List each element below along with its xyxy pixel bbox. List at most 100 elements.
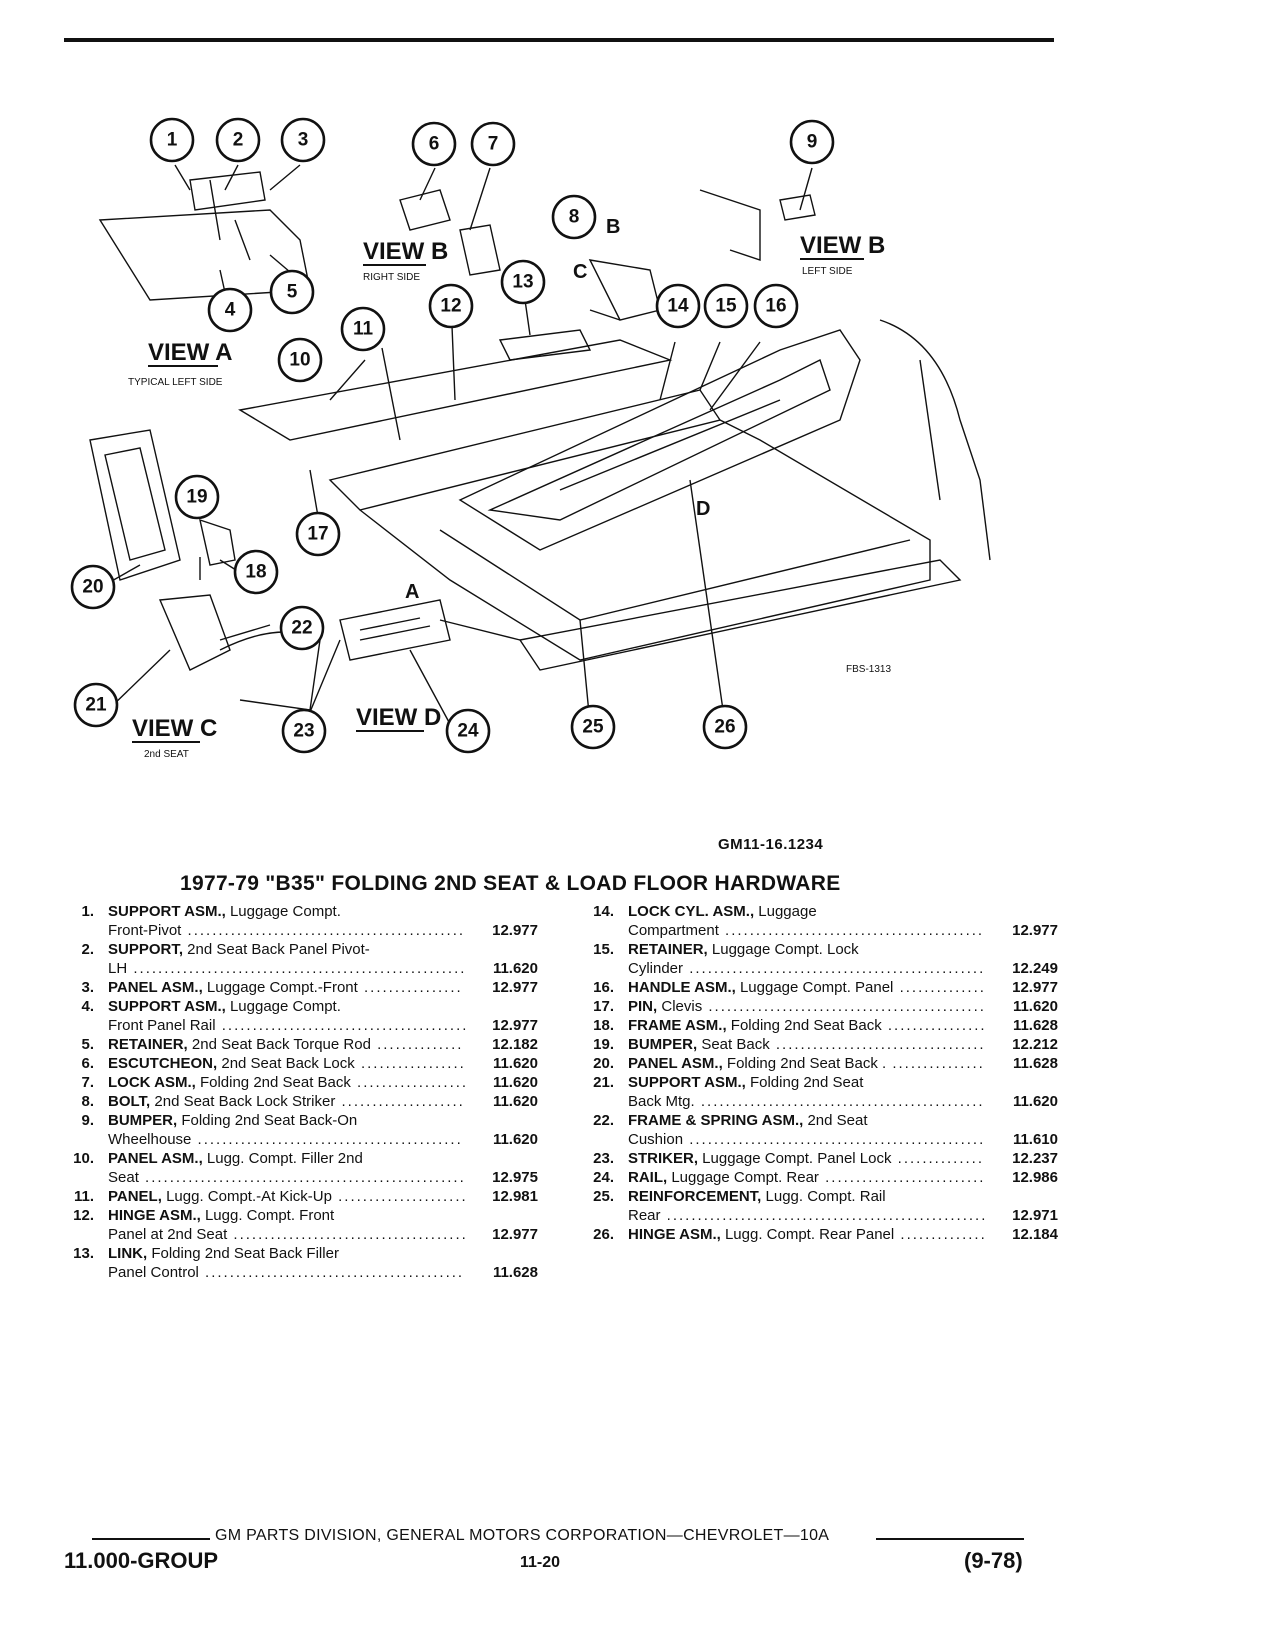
part-detail: Luggage Compt. [225,998,341,1015]
part-name: REINFORCEMENT, [628,1188,762,1205]
part-code: 11.620 [1012,998,1058,1015]
part-line: Cushion ................................… [578,1130,1058,1149]
part-detail: Folding 2nd Seat Back . [722,1055,887,1072]
part-name: PIN, [628,998,658,1015]
leader-dots: .............. [893,979,986,996]
leader-dots: ........................................… [127,960,467,977]
part-number: 12. [73,1207,94,1224]
view-letter-d-marker: D [696,498,710,520]
part-description: Panel at 2nd Seat ......................… [108,1225,468,1244]
footer-division: GM PARTS DIVISION, GENERAL MOTORS CORPOR… [215,1527,830,1544]
part-number: 18. [593,1017,614,1034]
part-name: FRAME ASM., [628,1017,727,1034]
part-detail: Back Mtg. [628,1093,695,1110]
part-name: PANEL ASM., [108,979,203,996]
part-code: 12.977 [1012,979,1058,996]
callout-24: 24 [445,708,491,754]
part-description: HANDLE ASM., Luggage Compt. Panel ......… [628,978,986,997]
svg-text:6: 6 [429,134,440,155]
part-code: 12.977 [492,1226,538,1243]
leader-dots: .............. [891,1150,984,1167]
part-description: RETAINER, 2nd Seat Back Torque Rod .....… [108,1035,463,1054]
leader-dots: ........................................… [198,1264,465,1281]
leader-dots: .............. [894,1226,987,1243]
svg-text:25: 25 [582,717,604,738]
part-detail: Lugg. Compt. Front [200,1207,335,1224]
part-number: 22. [593,1112,614,1129]
figure-id: GM11-16.1234 [718,836,824,853]
part-description: ESCUTCHEON, 2nd Seat Back Lock .........… [108,1054,466,1073]
part-name: RAIL, [628,1169,668,1186]
part-line: 11.PANEL, Lugg. Compt.-At Kick-Up ......… [58,1187,538,1206]
view-a-title: VIEW A [148,339,232,366]
page-title: 1977-79 "B35" FOLDING 2ND SEAT & LOAD FL… [180,872,841,895]
part-number: 16. [593,979,614,996]
part-line: Panel Control ..........................… [58,1263,538,1282]
callout-9: 9 [789,119,835,165]
part-detail: Lugg. Compt. Rail [761,1188,886,1205]
part-line: Compartment ............................… [578,921,1058,940]
part-name: SUPPORT ASM., [108,903,226,920]
part-line: 16. HANDLE ASM., Luggage Compt. Panel ...… [578,978,1058,997]
part-detail: Wheelhouse [108,1131,192,1148]
parts-list-left: 1.SUPPORT ASM., Luggage Compt.Front-Pivo… [58,902,538,1282]
part-code: 12.981 [492,1188,538,1205]
part-line: Seat ...................................… [58,1168,538,1187]
part-detail: Cylinder [628,960,684,977]
part-name: FRAME & SPRING ASM., [628,1112,804,1129]
leader-dots: ............... [886,1055,985,1072]
part-code: 12.977 [492,1017,538,1034]
part-name: HANDLE ASM., [628,979,736,996]
part-code: 11.620 [492,1093,538,1110]
part-code: 12.977 [492,922,538,939]
part-description: PIN, Clevis ............................… [628,997,986,1016]
part-code: 11.628 [492,1264,538,1281]
callout-21: 21 [73,682,119,728]
svg-text:7: 7 [488,134,499,155]
view-d-title: VIEW D [356,704,441,731]
part-line: 7.LOCK ASM., Folding 2nd Seat Back .....… [58,1073,538,1092]
part-name: RETAINER, [628,941,708,958]
view-c-title: VIEW C [132,715,217,742]
part-name: LOCK CYL. ASM., [628,903,755,920]
part-name: PANEL ASM., [108,1150,203,1167]
view-c-subtitle: 2nd SEAT [144,749,189,760]
leader-dots: ........................................… [702,998,986,1015]
svg-text:9: 9 [807,132,818,153]
part-description: STRIKER, Luggage Compt. Panel Lock .....… [628,1149,984,1168]
callout-26: 26 [702,704,748,750]
part-description: LH .....................................… [108,959,466,978]
part-name: SUPPORT ASM., [628,1074,746,1091]
leader-dots: ................ [357,979,463,996]
view-b-right-subtitle: RIGHT SIDE [363,272,420,283]
part-number: 23. [593,1150,614,1167]
part-description: SUPPORT ASM., Folding 2nd Seat [628,1073,863,1092]
part-detail: Luggage Compt. Rear [667,1169,819,1186]
part-line: 5.RETAINER, 2nd Seat Back Torque Rod ...… [58,1035,538,1054]
part-line: 18.FRAME ASM., Folding 2nd Seat Back ...… [578,1016,1058,1035]
callout-25: 25 [570,704,616,750]
leader-dots: ........................................… [694,1093,985,1110]
part-number: 2. [81,941,94,958]
leader-dots: ........................................… [191,1131,463,1148]
part-code: 12.977 [492,979,538,996]
part-description: BUMPER, Seat Back ......................… [628,1035,986,1054]
part-name: LOCK ASM., [108,1074,196,1091]
leader-dots: ...................................... [227,1226,468,1243]
part-line: 4.SUPPORT ASM., Luggage Compt. [58,997,538,1016]
part-number: 10. [73,1150,94,1167]
part-description: LOCK CYL. ASM., Luggage [628,902,817,921]
part-detail: Luggage Compt. Panel Lock [698,1150,892,1167]
callout-18: 18 [233,549,279,595]
part-description: SUPPORT ASM., Luggage Compt. [108,902,341,921]
svg-text:17: 17 [307,524,328,545]
leader-dots: ........................................… [660,1207,988,1224]
part-description: BUMPER, Folding 2nd Seat Back-On [108,1111,357,1130]
part-description: REINFORCEMENT, Lugg. Compt. Rail [628,1187,886,1206]
svg-text:2: 2 [233,130,244,151]
part-line: Front Panel Rail .......................… [58,1016,538,1035]
part-number: 11. [73,1188,94,1205]
part-detail: Panel at 2nd Seat [108,1226,228,1243]
part-number: 24. [593,1169,614,1186]
